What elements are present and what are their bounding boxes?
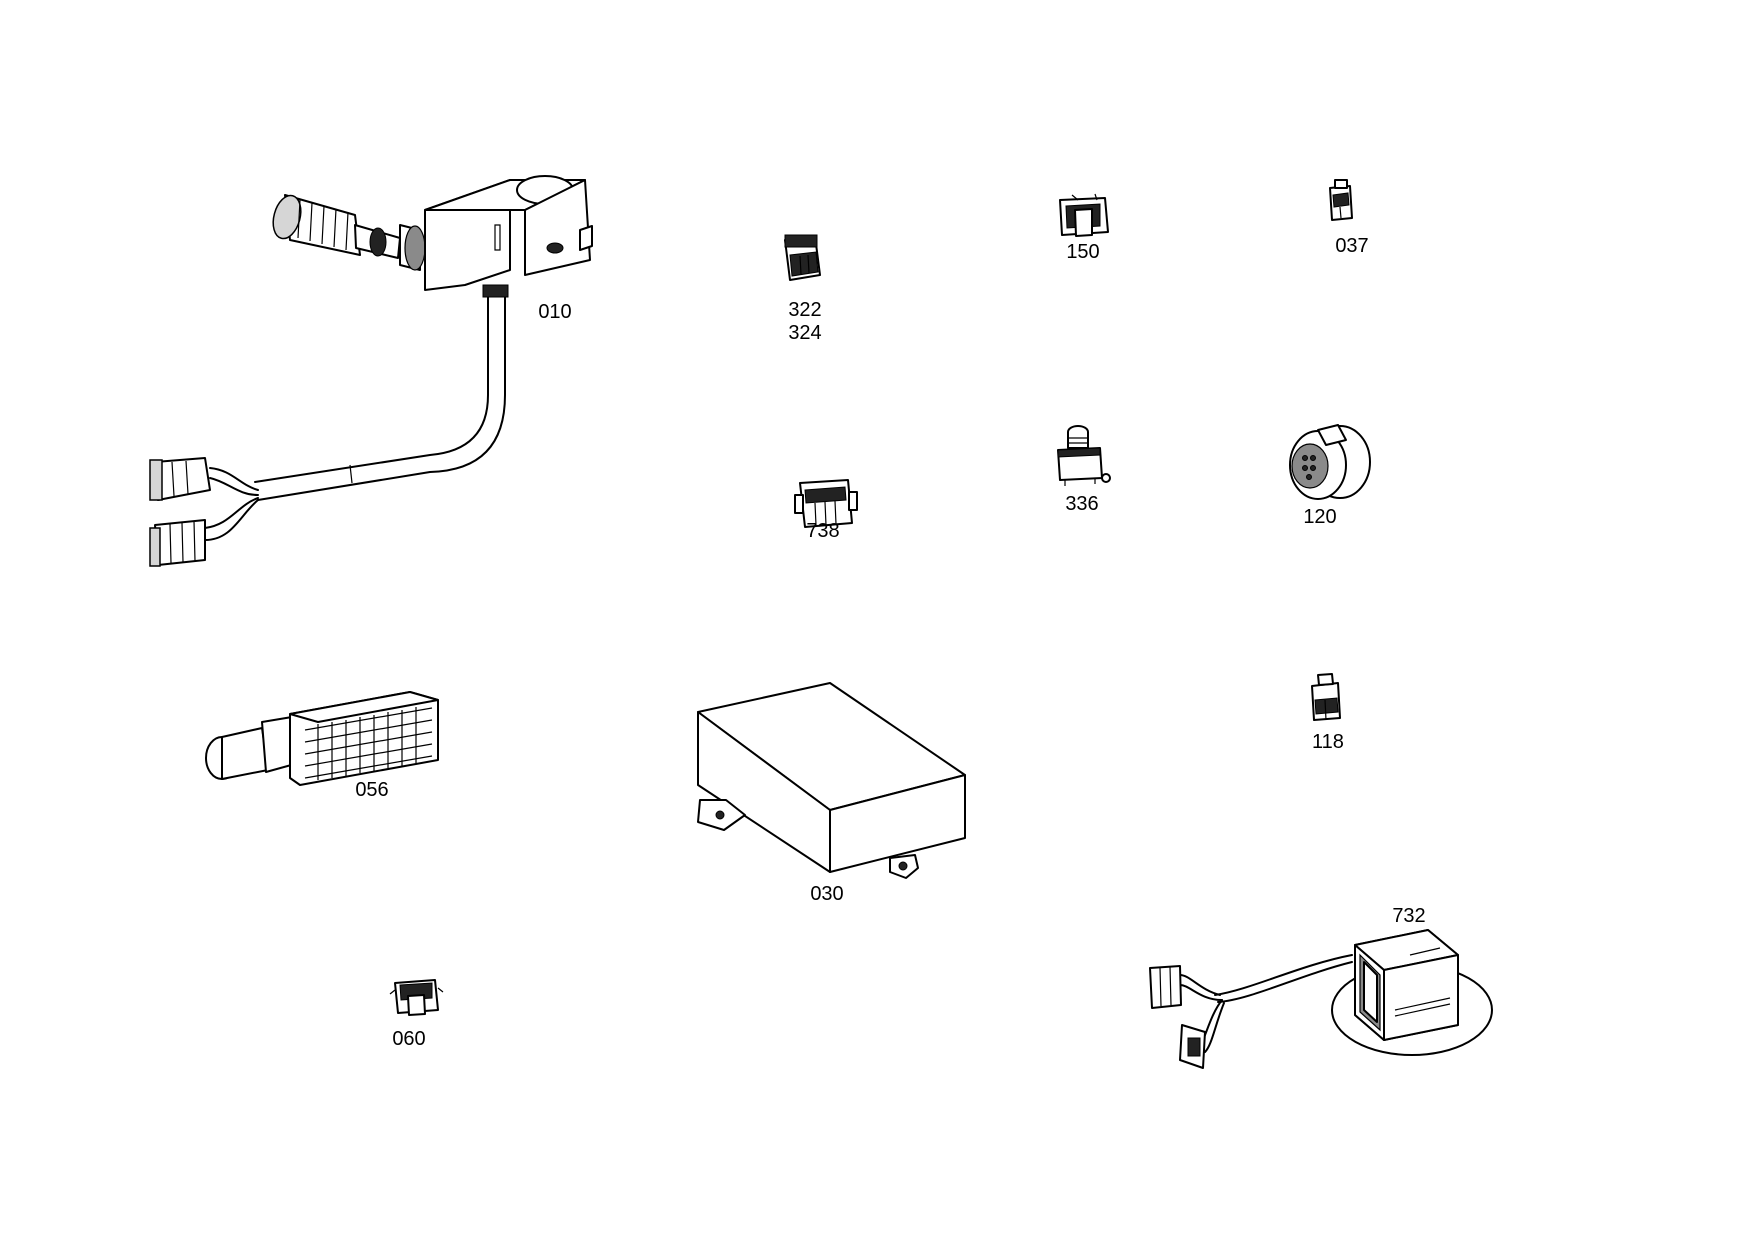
label-324: 324 — [788, 322, 821, 344]
label-322: 322 — [788, 299, 821, 321]
control-unit-box-icon — [697, 682, 966, 879]
label-056: 056 — [355, 779, 388, 801]
label-732: 732 — [1392, 905, 1425, 927]
small-connector-icon — [1311, 673, 1341, 721]
round-connector-icon — [1289, 424, 1371, 500]
label-010: 010 — [538, 301, 571, 323]
multipin-connector-icon — [794, 479, 858, 528]
label-037: 037 — [1335, 235, 1368, 257]
multipin-plug-icon — [205, 691, 439, 786]
label-150: 150 — [1066, 241, 1099, 263]
push-button-switch-icon — [1057, 425, 1111, 486]
pin-grid — [304, 707, 433, 780]
small-socket-icon — [389, 979, 444, 1016]
joystick-lever-icon — [149, 175, 593, 567]
part-labels: 010 322 324 150 037 738 336 120 056 030 … — [355, 235, 1425, 1050]
display-monitor-icon — [1149, 929, 1493, 1069]
label-060: 060 — [392, 1028, 425, 1050]
relay-socket-icon — [1059, 193, 1109, 237]
label-336: 336 — [1065, 493, 1098, 515]
label-738: 738 — [806, 520, 839, 542]
label-120: 120 — [1303, 506, 1336, 528]
relay-connector-icon — [784, 234, 821, 281]
label-030: 030 — [810, 883, 843, 905]
small-connector-icon — [1329, 179, 1353, 221]
label-118: 118 — [1312, 731, 1344, 753]
